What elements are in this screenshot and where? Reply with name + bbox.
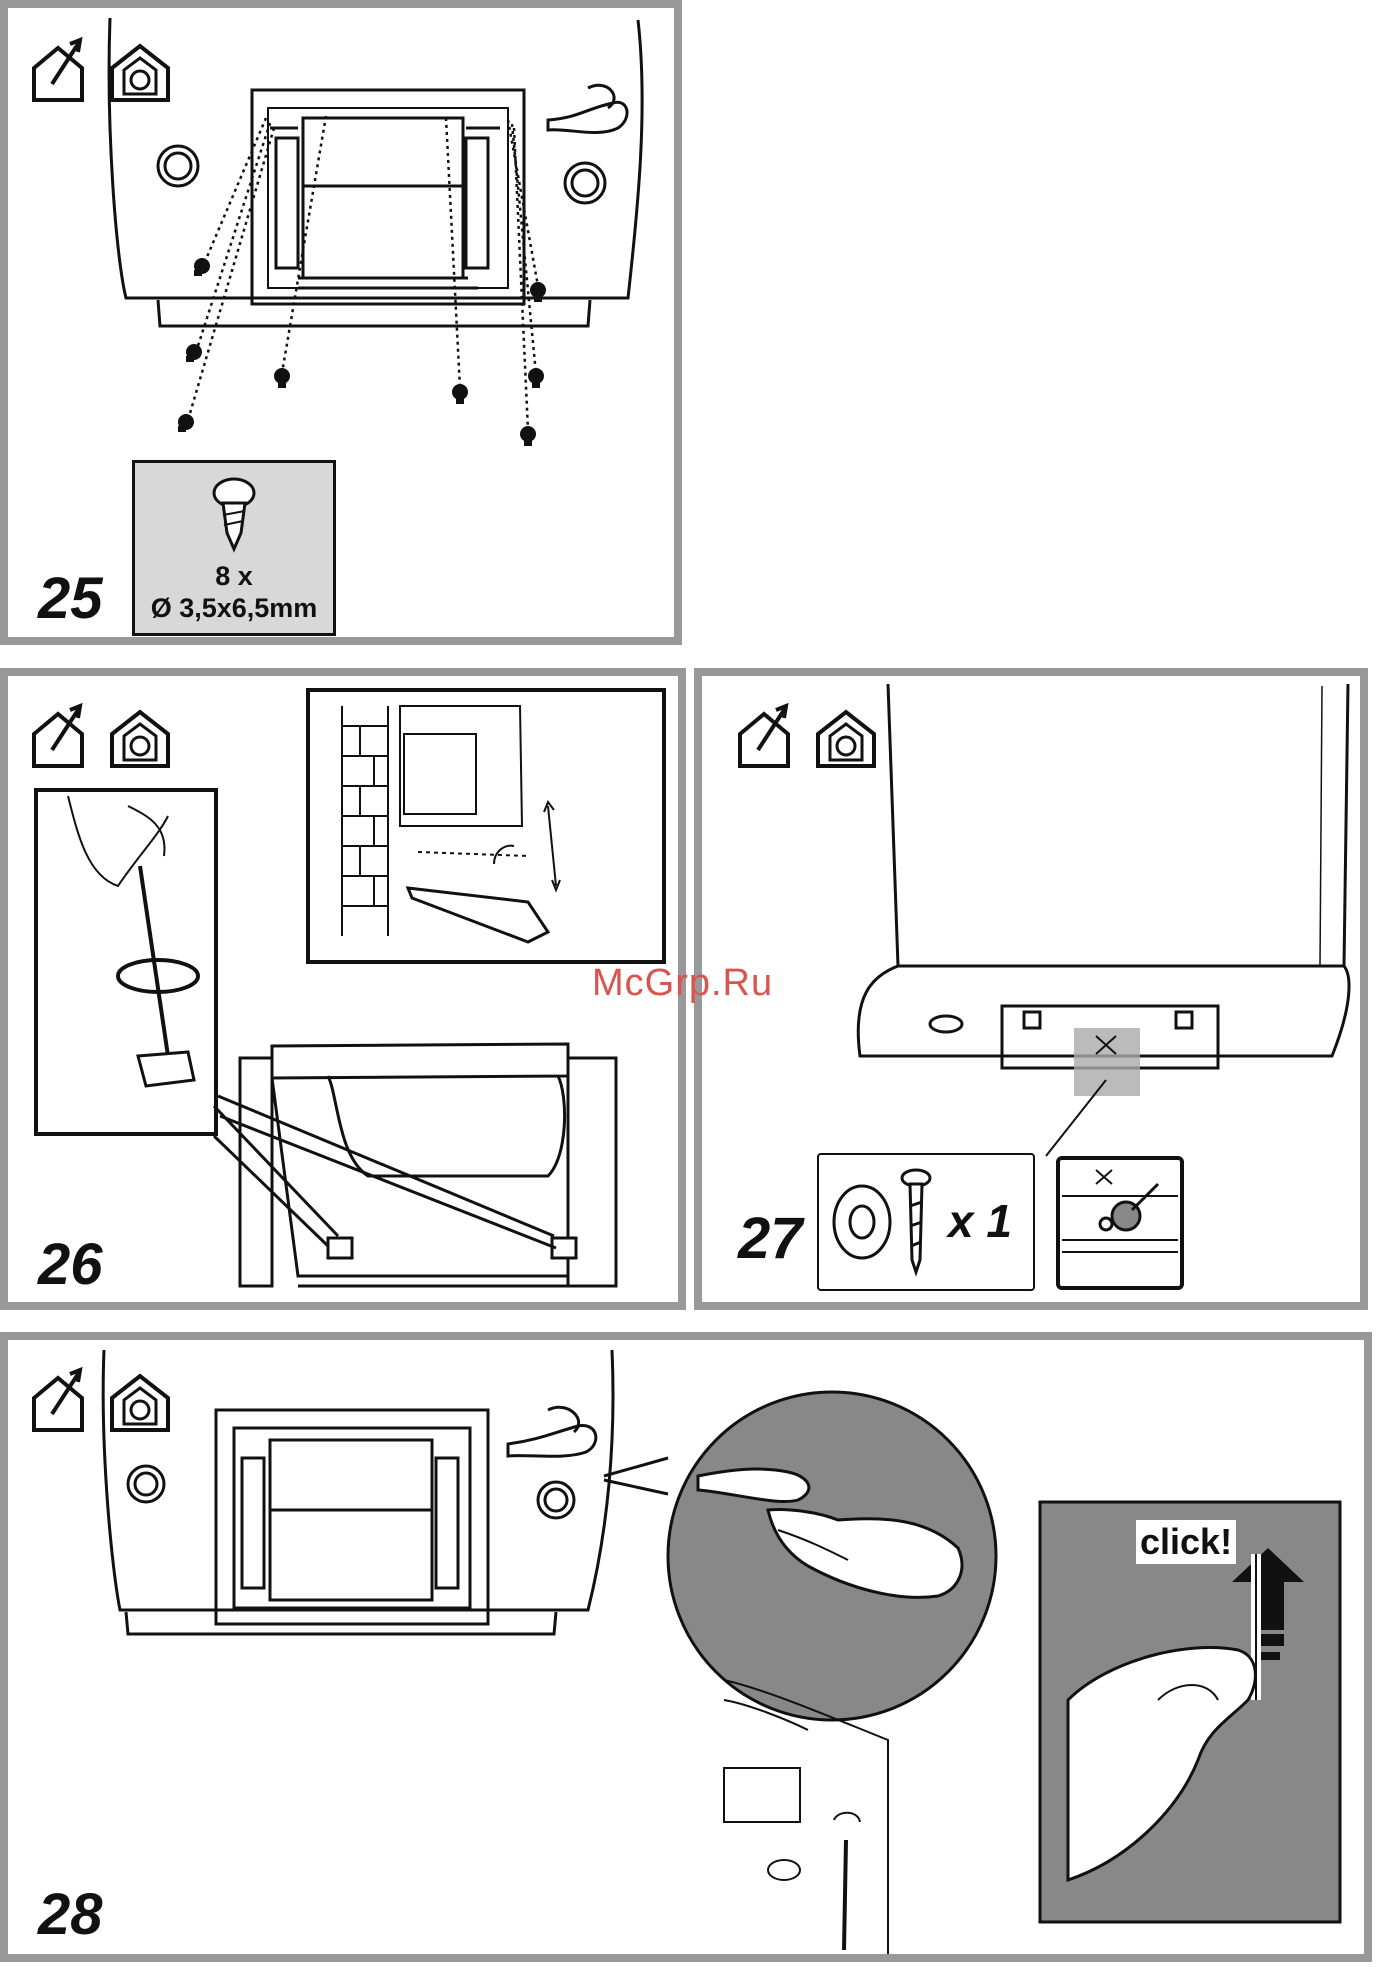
step-number: 28 xyxy=(38,1886,103,1944)
step-number: 25 xyxy=(38,570,103,628)
screwdriver-detail-inset xyxy=(36,790,216,1134)
wall-detail-inset xyxy=(308,690,664,962)
step-26-panel: 26 xyxy=(0,668,686,1310)
step-25-illustration xyxy=(8,8,682,645)
click-detail xyxy=(1040,1502,1340,1922)
ducted-house-icon xyxy=(740,706,788,766)
step-25-panel: 8 x Ø 3,5x6,5mm 25 xyxy=(0,0,682,645)
step-number: 26 xyxy=(38,1236,103,1294)
step-28-panel: click! 28 xyxy=(0,1332,1372,1962)
hood-corner-sketch xyxy=(724,1680,888,1960)
ducted-house-icon xyxy=(34,40,82,100)
motor-unit xyxy=(214,1044,616,1286)
hood-body xyxy=(109,18,642,326)
step-28-illustration xyxy=(8,1340,1372,1962)
step-27-panel: x 1 27 xyxy=(694,668,1368,1310)
step-26-illustration xyxy=(8,676,686,1310)
screw-size: Ø 3,5x6,5mm xyxy=(135,593,333,624)
click-label: click! xyxy=(1136,1520,1236,1564)
recirculation-house-icon xyxy=(818,712,874,766)
ducted-house-icon xyxy=(34,1370,82,1430)
recirculation-house-icon xyxy=(112,712,168,766)
step-number: 27 xyxy=(738,1210,803,1268)
screw-placement-detail xyxy=(1058,1158,1182,1288)
recirculation-house-icon xyxy=(112,46,168,100)
part-quantity: x 1 xyxy=(948,1194,1012,1248)
screw-spec-box: 8 x Ø 3,5x6,5mm xyxy=(132,460,336,636)
screws xyxy=(178,258,546,446)
screw-quantity: 8 x xyxy=(135,561,333,592)
ducted-house-icon xyxy=(34,706,82,766)
hood-body xyxy=(103,1350,668,1634)
screw-icon xyxy=(135,463,333,563)
watermark: McGrp.Ru xyxy=(592,962,773,1005)
highlight-area xyxy=(1074,1028,1140,1096)
cable-zoom-detail xyxy=(668,1392,996,1720)
recirculation-house-icon xyxy=(112,1376,168,1430)
washer-icon xyxy=(834,1186,890,1258)
hood-chimney xyxy=(858,684,1349,1068)
